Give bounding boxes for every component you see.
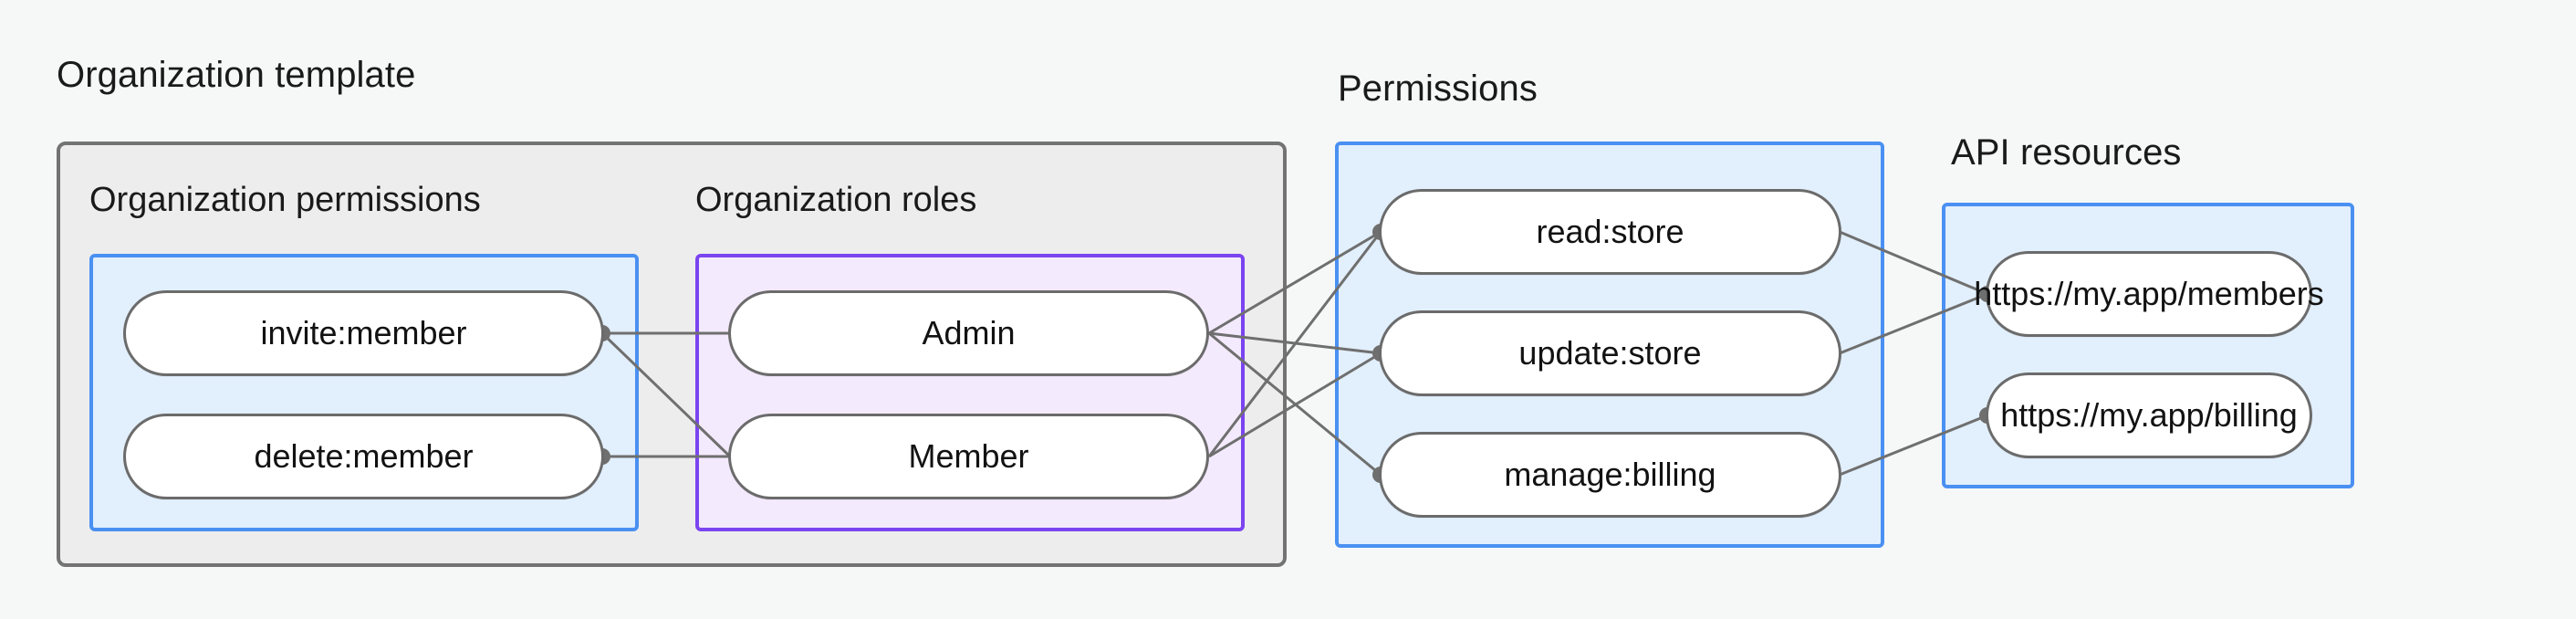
node-delete-member[interactable]: delete:member [123,414,604,499]
node-invite-member-label: invite:member [260,314,467,351]
node-member-label: Member [908,437,1029,475]
node-admin[interactable]: Admin [728,290,1209,376]
node-invite-member[interactable]: invite:member [123,290,604,376]
node-members-url-label: https://my.app/members [1974,275,2324,312]
node-admin-label: Admin [922,314,1016,351]
organization-template-title: Organization template [57,55,416,95]
node-billing-url-label: https://my.app/billing [2000,396,2298,434]
organization-roles-title: Organization roles [695,181,977,219]
node-manage-billing[interactable]: manage:billing [1379,432,1841,518]
node-billing-url[interactable]: https://my.app/billing [1986,372,2312,458]
node-read-store-label: read:store [1536,213,1684,250]
node-delete-member-label: delete:member [254,437,474,475]
node-members-url[interactable]: https://my.app/members [1974,251,2324,337]
node-member[interactable]: Member [728,414,1209,499]
node-manage-billing-label: manage:billing [1504,456,1716,493]
node-read-store[interactable]: read:store [1379,189,1841,275]
organization-permissions-title: Organization permissions [89,181,481,219]
api-resources-title: API resources [1951,132,2182,173]
permissions-title: Permissions [1338,68,1538,109]
node-update-store-label: update:store [1518,334,1702,372]
node-update-store[interactable]: update:store [1379,310,1841,396]
